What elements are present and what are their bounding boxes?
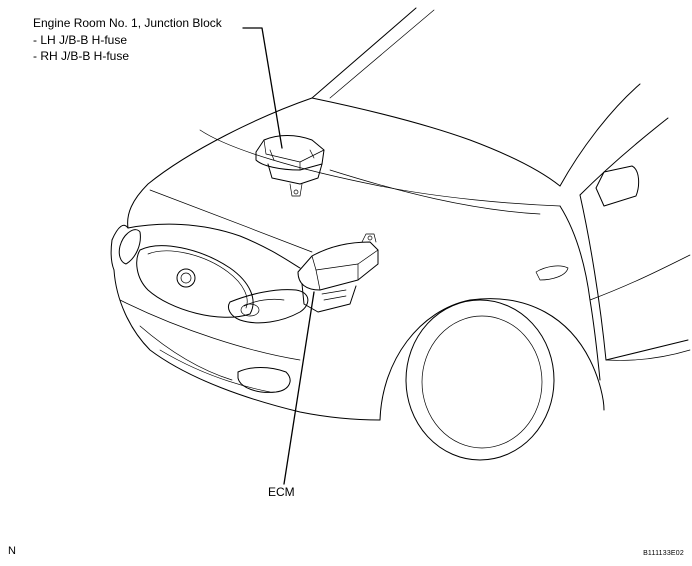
car-body [110,7,691,461]
emblem [176,268,196,288]
junction-block-callout-title: Engine Room No. 1, Junction Block [33,16,222,30]
junction-block-part [255,135,325,197]
page-mark: N [8,545,16,557]
grille [136,245,254,318]
ecm-leader-line [283,291,315,485]
side-mirror [595,165,640,207]
lh-jb-fuse-label: - LH J/B-B H-fuse [33,33,128,47]
front-wheel [405,299,555,461]
ecm-part [297,233,379,313]
headlamp [227,289,309,324]
junction-block-leader-line [242,27,283,149]
fog-lamp [237,367,291,393]
figure-code: B111133E02 [643,550,684,557]
rh-jb-fuse-label: - RH J/B-B H-fuse [33,49,130,63]
ecm-callout-label: ECM [268,485,295,499]
